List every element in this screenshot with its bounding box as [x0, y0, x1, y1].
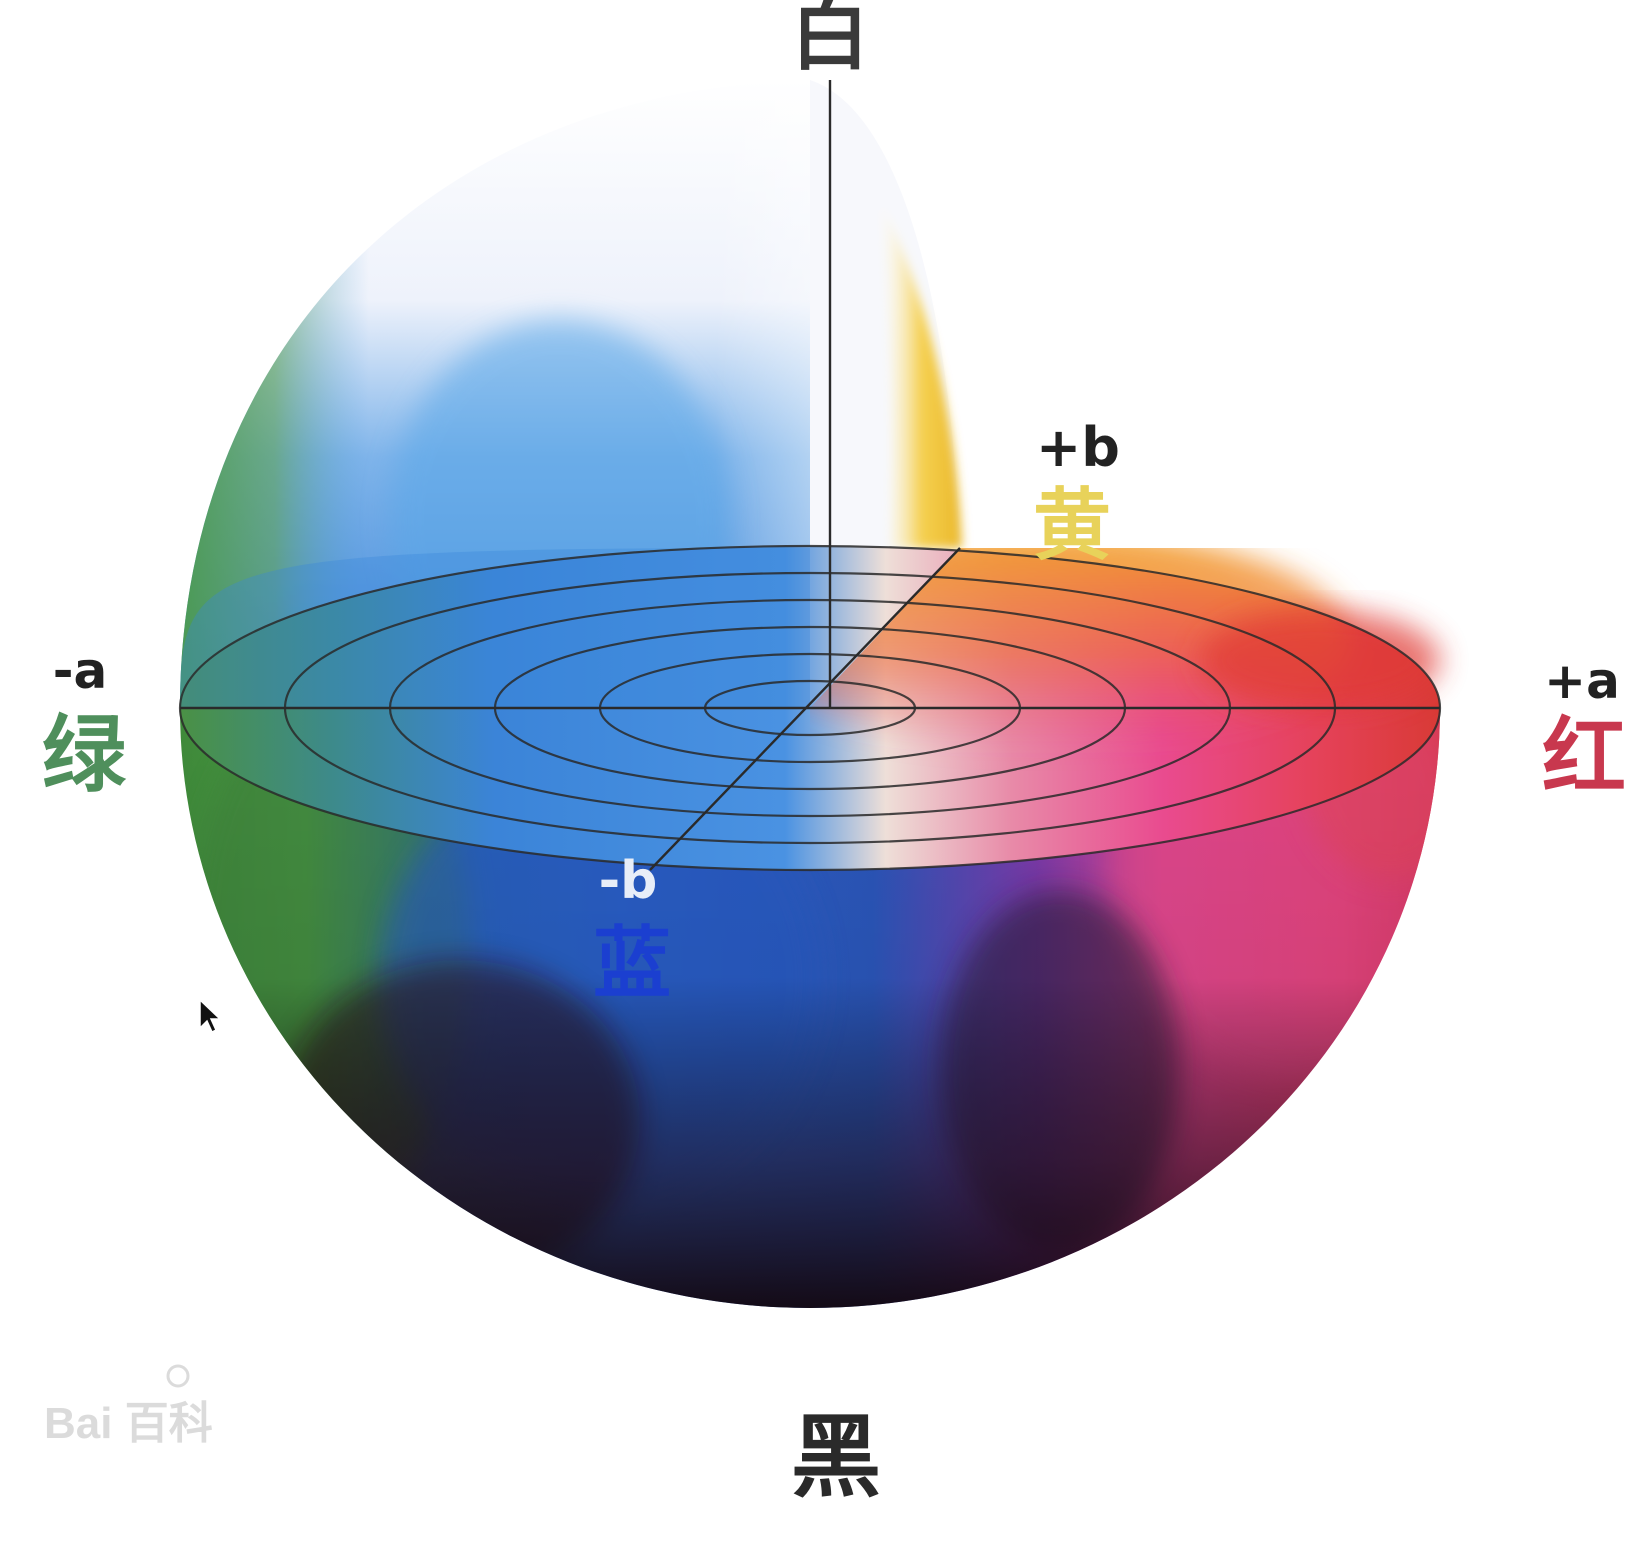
white-label: 白: [791, 0, 869, 81]
yellow-label: 黄: [1033, 481, 1111, 571]
minus-a-label: -a: [53, 642, 108, 700]
paw-icon: [166, 1364, 190, 1388]
plus-b-label: +b: [1036, 416, 1120, 479]
equatorial-disk: [180, 546, 1440, 870]
black-label: 黑: [791, 1405, 881, 1510]
green-label: 绿: [42, 706, 127, 804]
baidu-watermark: Bai 百科: [44, 1364, 213, 1448]
b-axis-line: [649, 547, 961, 871]
plus-a-label: +a: [1544, 652, 1620, 710]
minus-b-label: -b: [599, 851, 658, 911]
blue-label: 蓝: [593, 919, 671, 1009]
mouse-pointer-icon: [199, 998, 222, 1034]
red-label: 红: [1542, 708, 1626, 806]
axes: [180, 80, 1440, 871]
watermark-text: Bai 百科: [44, 1399, 213, 1448]
